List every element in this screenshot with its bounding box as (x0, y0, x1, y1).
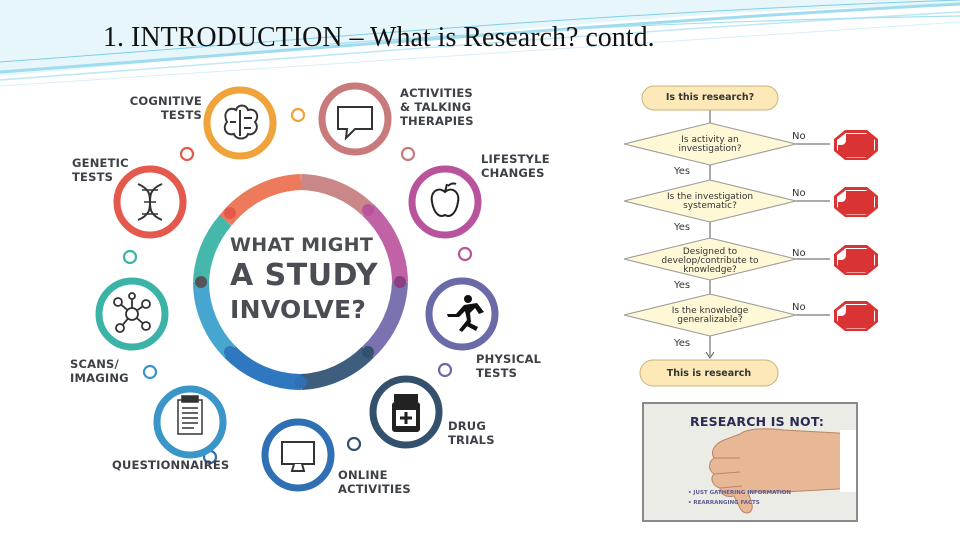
label-line: ACTIVITIES (338, 482, 411, 496)
no-label: No (792, 248, 806, 259)
runner-icon (447, 295, 484, 332)
label-lifestyle-changes: LIFESTYLE CHANGES (481, 152, 550, 180)
label-line: DRUG (448, 419, 486, 433)
flowchart-question-4: Is the knowledge generalizable? (640, 307, 780, 325)
label-line: IMAGING (70, 371, 129, 385)
label-line: ONLINE (338, 468, 388, 482)
flowchart-question-3: Designed to develop/contribute to knowle… (640, 248, 780, 275)
research-is-not-item: • JUST GATHERING INFORMATION (688, 490, 792, 496)
research-flowchart: Is this research? Is activity an investi… (612, 76, 892, 396)
label-line: GENETIC (72, 156, 129, 170)
flowchart-decision-3 (623, 237, 797, 281)
label-line: PHYSICAL (476, 352, 542, 366)
stop-hand-icon (834, 301, 878, 331)
research-is-not-title: RESEARCH IS NOT: (690, 414, 825, 429)
flowchart-start-text: Is this research? (665, 92, 755, 103)
thumbs-down-hand-icon (644, 404, 856, 520)
dna-icon (137, 183, 163, 221)
ring-dots (195, 204, 406, 388)
clipboard-icon (177, 395, 203, 435)
label-line: QUESTIONNAIRES (112, 458, 230, 472)
speech-bubble-icon (337, 106, 373, 141)
flowchart-start-node (641, 85, 779, 111)
label-physical-tests: PHYSICAL TESTS (476, 352, 541, 380)
question-line: develop/contribute to (661, 256, 759, 266)
label-line: THERAPIES (400, 114, 474, 128)
label-line: SCANS/ (70, 357, 119, 371)
question-line: investigation? (678, 144, 742, 154)
label-scans-imaging: SCANS/ IMAGING (70, 357, 129, 385)
slide-title: 1. INTRODUCTION – What is Research? cont… (103, 22, 655, 53)
question-line: Designed to (682, 247, 738, 257)
label-genetic-tests: GENETIC TESTS (72, 156, 129, 184)
label-line: LIFESTYLE (481, 152, 550, 166)
header-swoosh-decoration (0, 0, 960, 87)
no-label: No (792, 131, 806, 142)
yes-label: Yes (674, 222, 691, 233)
brain-icon (223, 104, 259, 140)
flowchart-question-2: Is the investigation systematic? (640, 193, 780, 211)
flowchart-graphics (623, 85, 830, 387)
question-line: systematic? (683, 201, 737, 211)
label-line: TRIALS (448, 433, 495, 447)
center-title-line2: A STUDY (230, 258, 379, 293)
flowchart-decision-4 (623, 293, 797, 337)
infographic-graphics (95, 82, 499, 492)
computer-icon (281, 441, 315, 472)
no-label: No (792, 188, 806, 199)
label-online-activities: ONLINE ACTIVITIES (338, 468, 411, 496)
yes-label: Yes (674, 280, 691, 291)
stop-hand-icon (834, 130, 878, 160)
study-infographic: WHAT MIGHT A STUDY INVOLVE? COGNITIVE TE… (70, 82, 552, 500)
infographic-center-title: WHAT MIGHT A STUDY INVOLVE? (230, 232, 380, 326)
label-activities-therapies: ACTIVITIES & TALKING THERAPIES (400, 86, 474, 128)
stop-hand-icon (834, 245, 878, 275)
question-line: Is the knowledge (671, 306, 749, 316)
pill-bottle-icon (392, 394, 420, 432)
label-cognitive-tests: COGNITIVE TESTS (126, 94, 202, 122)
yes-label: Yes (674, 338, 691, 349)
label-line: CHANGES (481, 166, 545, 180)
label-line: TESTS (476, 366, 518, 380)
label-line: TESTS (160, 108, 202, 122)
yes-label: Yes (674, 166, 691, 177)
center-title-line1: WHAT MIGHT (230, 234, 374, 256)
question-line: generalizable? (677, 315, 743, 325)
label-drug-trials: DRUG TRIALS (448, 419, 495, 447)
question-line: knowledge? (683, 265, 737, 275)
research-is-not-image: RESEARCH IS NOT: • JUST GATHERING INFORM… (642, 402, 858, 522)
no-label: No (792, 302, 806, 313)
stop-hand-icon (834, 187, 878, 217)
center-title-line3: INVOLVE? (230, 295, 367, 324)
label-line: ACTIVITIES (400, 86, 473, 100)
flowchart-decision-2 (623, 179, 797, 223)
label-questionnaires: QUESTIONNAIRES (112, 458, 229, 472)
research-is-not-item: • REARRANGING FACTS (688, 500, 760, 506)
question-line: Is the investigation (666, 192, 754, 202)
label-line: & TALKING (400, 100, 472, 114)
flowchart-end-text: This is research (666, 368, 752, 379)
flowchart-decision-1 (623, 122, 797, 166)
molecule-icon (113, 292, 151, 333)
question-line: Is activity an (681, 135, 739, 145)
label-line: COGNITIVE (129, 94, 202, 108)
label-line: TESTS (72, 170, 114, 184)
flowchart-end-node (639, 359, 779, 387)
apple-icon (430, 182, 460, 217)
flowchart-question-1: Is activity an investigation? (640, 136, 780, 154)
